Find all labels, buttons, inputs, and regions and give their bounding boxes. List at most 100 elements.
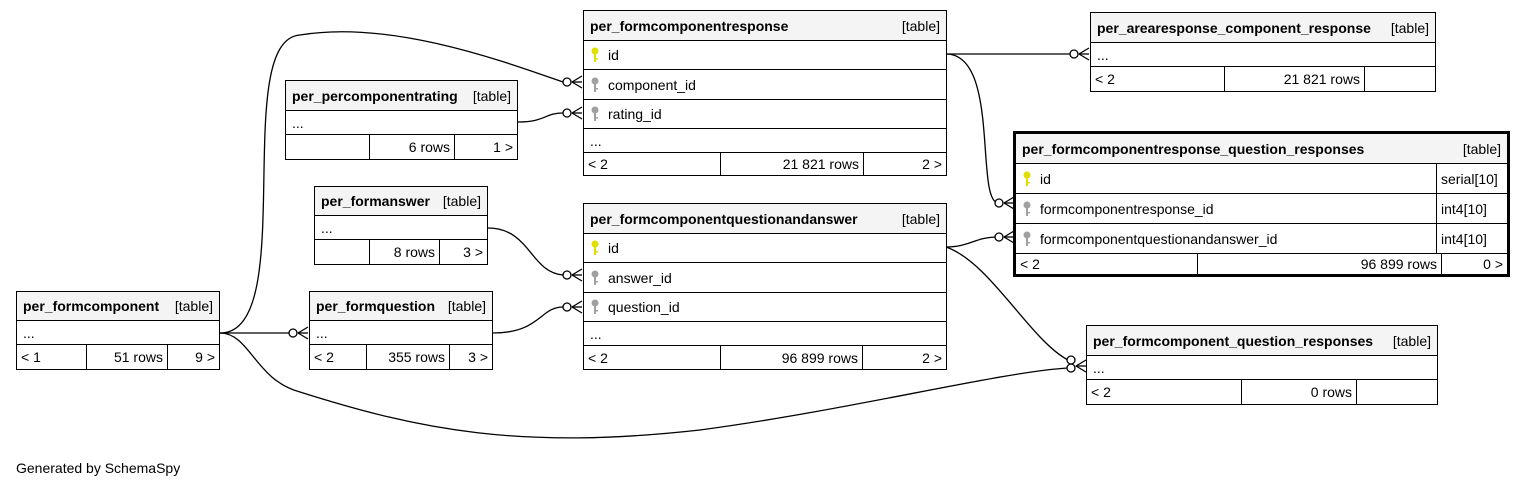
children-link[interactable]: 0 > xyxy=(1483,256,1503,272)
table-kind: [table] xyxy=(174,298,213,314)
table-name[interactable]: per_formanswer xyxy=(321,193,430,209)
column-name: question_id xyxy=(608,299,680,315)
table-header: per_formanswer [table] xyxy=(315,187,487,216)
children-link[interactable] xyxy=(1365,67,1435,91)
table-per-formcomponentresponse-question-responses[interactable]: per_formcomponentresponse_question_respo… xyxy=(1013,131,1510,277)
table-per-formcomponentquestionandanswer[interactable]: per_formcomponentquestionandanswer [tabl… xyxy=(583,203,947,370)
children-link[interactable]: 3 > xyxy=(468,349,488,365)
column-row[interactable]: rating_id xyxy=(584,100,946,129)
column-type: int4[10] xyxy=(1436,194,1507,223)
foreign-key-icon xyxy=(591,270,599,285)
column-type: serial[10] xyxy=(1436,164,1507,193)
row-count: 21 821 rows xyxy=(1225,67,1365,91)
children-link[interactable]: 1 > xyxy=(493,139,513,155)
table-header: per_arearesponse_component_response [tab… xyxy=(1091,13,1435,43)
table-name[interactable]: per_formcomponent_question_responses xyxy=(1093,332,1374,349)
edge-formanswer-to-qa xyxy=(487,227,564,276)
table-footer: < 2 96 899 rows 2 > xyxy=(584,346,946,369)
children-link[interactable]: 3 > xyxy=(463,244,483,260)
table-name[interactable]: per_formcomponent xyxy=(23,298,160,314)
edge-formcomponent-to-fc-question-responses xyxy=(219,332,1069,439)
parents-link[interactable]: < 2 xyxy=(584,153,721,175)
foreign-key-icon xyxy=(591,77,599,92)
table-header: per_formcomponentresponse [table] xyxy=(584,11,946,41)
table-footer: < 1 51 rows 9 > xyxy=(17,345,219,369)
table-footer: < 2 0 rows xyxy=(1087,380,1437,404)
table-kind: [table] xyxy=(447,298,486,314)
more-columns: ... xyxy=(1087,356,1437,380)
table-kind: [table] xyxy=(1462,140,1501,157)
column-row[interactable]: id xyxy=(584,41,946,70)
column-row[interactable]: id xyxy=(584,234,946,263)
table-per-formcomponent-question-responses[interactable]: per_formcomponent_question_responses [ta… xyxy=(1086,325,1438,405)
table-kind: [table] xyxy=(1390,19,1429,36)
foreign-key-icon xyxy=(1023,231,1031,246)
column-row[interactable]: component_id xyxy=(584,70,946,100)
column-row[interactable]: formcomponentquestionandanswer_id int4[1… xyxy=(1016,224,1507,254)
table-kind: [table] xyxy=(1392,332,1431,349)
row-count: 96 899 rows xyxy=(721,346,863,369)
table-kind: [table] xyxy=(472,87,511,104)
column-row[interactable]: formcomponentresponse_id int4[10] xyxy=(1016,194,1507,224)
column-name: component_id xyxy=(608,76,696,93)
children-link[interactable] xyxy=(1357,380,1437,404)
table-name[interactable]: per_formcomponentresponse_question_respo… xyxy=(1022,140,1365,157)
primary-key-icon xyxy=(1023,171,1031,186)
parents-link[interactable]: < 2 xyxy=(1016,254,1198,274)
parents-link[interactable] xyxy=(286,135,370,159)
column-name: answer_id xyxy=(608,269,672,286)
table-per-arearesponse-component-response[interactable]: per_arearesponse_component_response [tab… xyxy=(1090,12,1436,92)
table-kind: [table] xyxy=(442,193,481,209)
column-row[interactable]: id serial[10] xyxy=(1016,164,1507,194)
column-name: formcomponentquestionandanswer_id xyxy=(1040,230,1278,247)
edge-formcomponent-to-componentresponse xyxy=(219,31,564,334)
table-name[interactable]: per_percomponentrating xyxy=(292,87,458,104)
table-name[interactable]: per_formquestion xyxy=(316,298,436,314)
children-link[interactable]: 2 > xyxy=(922,349,942,366)
table-name[interactable]: per_formcomponentquestionandanswer xyxy=(590,210,858,227)
table-footer: < 2 21 821 rows 2 > xyxy=(584,153,946,175)
foreign-key-icon xyxy=(591,106,599,121)
parents-link[interactable]: < 2 xyxy=(1091,67,1225,91)
table-per-formcomponent[interactable]: per_formcomponent [table] ... < 1 51 row… xyxy=(16,291,220,370)
foreign-key-icon xyxy=(1023,201,1031,216)
table-header: per_formcomponentquestionandanswer [tabl… xyxy=(584,204,946,234)
primary-key-icon xyxy=(591,240,599,255)
table-footer: 6 rows 1 > xyxy=(286,135,517,159)
row-count: 355 rows xyxy=(367,345,450,369)
table-name[interactable]: per_arearesponse_component_response xyxy=(1097,19,1371,36)
table-name[interactable]: per_formcomponentresponse xyxy=(590,17,789,34)
table-per-formquestion[interactable]: per_formquestion [table] ... < 2 355 row… xyxy=(309,291,493,370)
column-name: id xyxy=(608,240,619,256)
parents-link[interactable] xyxy=(315,240,370,264)
row-count: 8 rows xyxy=(370,240,440,264)
parents-link[interactable]: < 2 xyxy=(310,345,367,369)
column-row[interactable]: answer_id xyxy=(584,263,946,293)
table-footer: 8 rows 3 > xyxy=(315,240,487,264)
column-type: int4[10] xyxy=(1436,224,1507,253)
foreign-key-icon xyxy=(591,299,599,314)
column-name: rating_id xyxy=(608,106,662,122)
table-per-formcomponentresponse[interactable]: per_formcomponentresponse [table] id com… xyxy=(583,10,947,176)
more-columns: ... xyxy=(310,321,492,345)
table-header: per_percomponentrating [table] xyxy=(286,81,517,111)
edge-rating-to-componentresponse xyxy=(517,112,564,123)
more-columns: ... xyxy=(315,216,487,240)
table-kind: [table] xyxy=(901,17,940,34)
more-columns: ... xyxy=(584,129,946,153)
more-columns: ... xyxy=(1091,43,1435,67)
parents-link[interactable]: < 1 xyxy=(17,345,87,369)
table-per-formanswer[interactable]: per_formanswer [table] ... 8 rows 3 > xyxy=(314,186,488,265)
more-columns: ... xyxy=(17,321,219,345)
parents-link[interactable]: < 2 xyxy=(584,346,721,369)
column-row[interactable]: question_id xyxy=(584,293,946,322)
table-footer: < 2 96 899 rows 0 > xyxy=(1016,254,1507,274)
table-header: per_formcomponentresponse_question_respo… xyxy=(1016,134,1507,164)
row-count: 21 821 rows xyxy=(721,153,864,175)
table-per-percomponentrating[interactable]: per_percomponentrating [table] ... 6 row… xyxy=(285,80,518,160)
table-footer: < 2 21 821 rows xyxy=(1091,67,1435,91)
parents-link[interactable]: < 2 xyxy=(1087,380,1242,404)
children-link[interactable]: 9 > xyxy=(195,349,215,365)
children-link[interactable]: 2 > xyxy=(922,156,942,172)
